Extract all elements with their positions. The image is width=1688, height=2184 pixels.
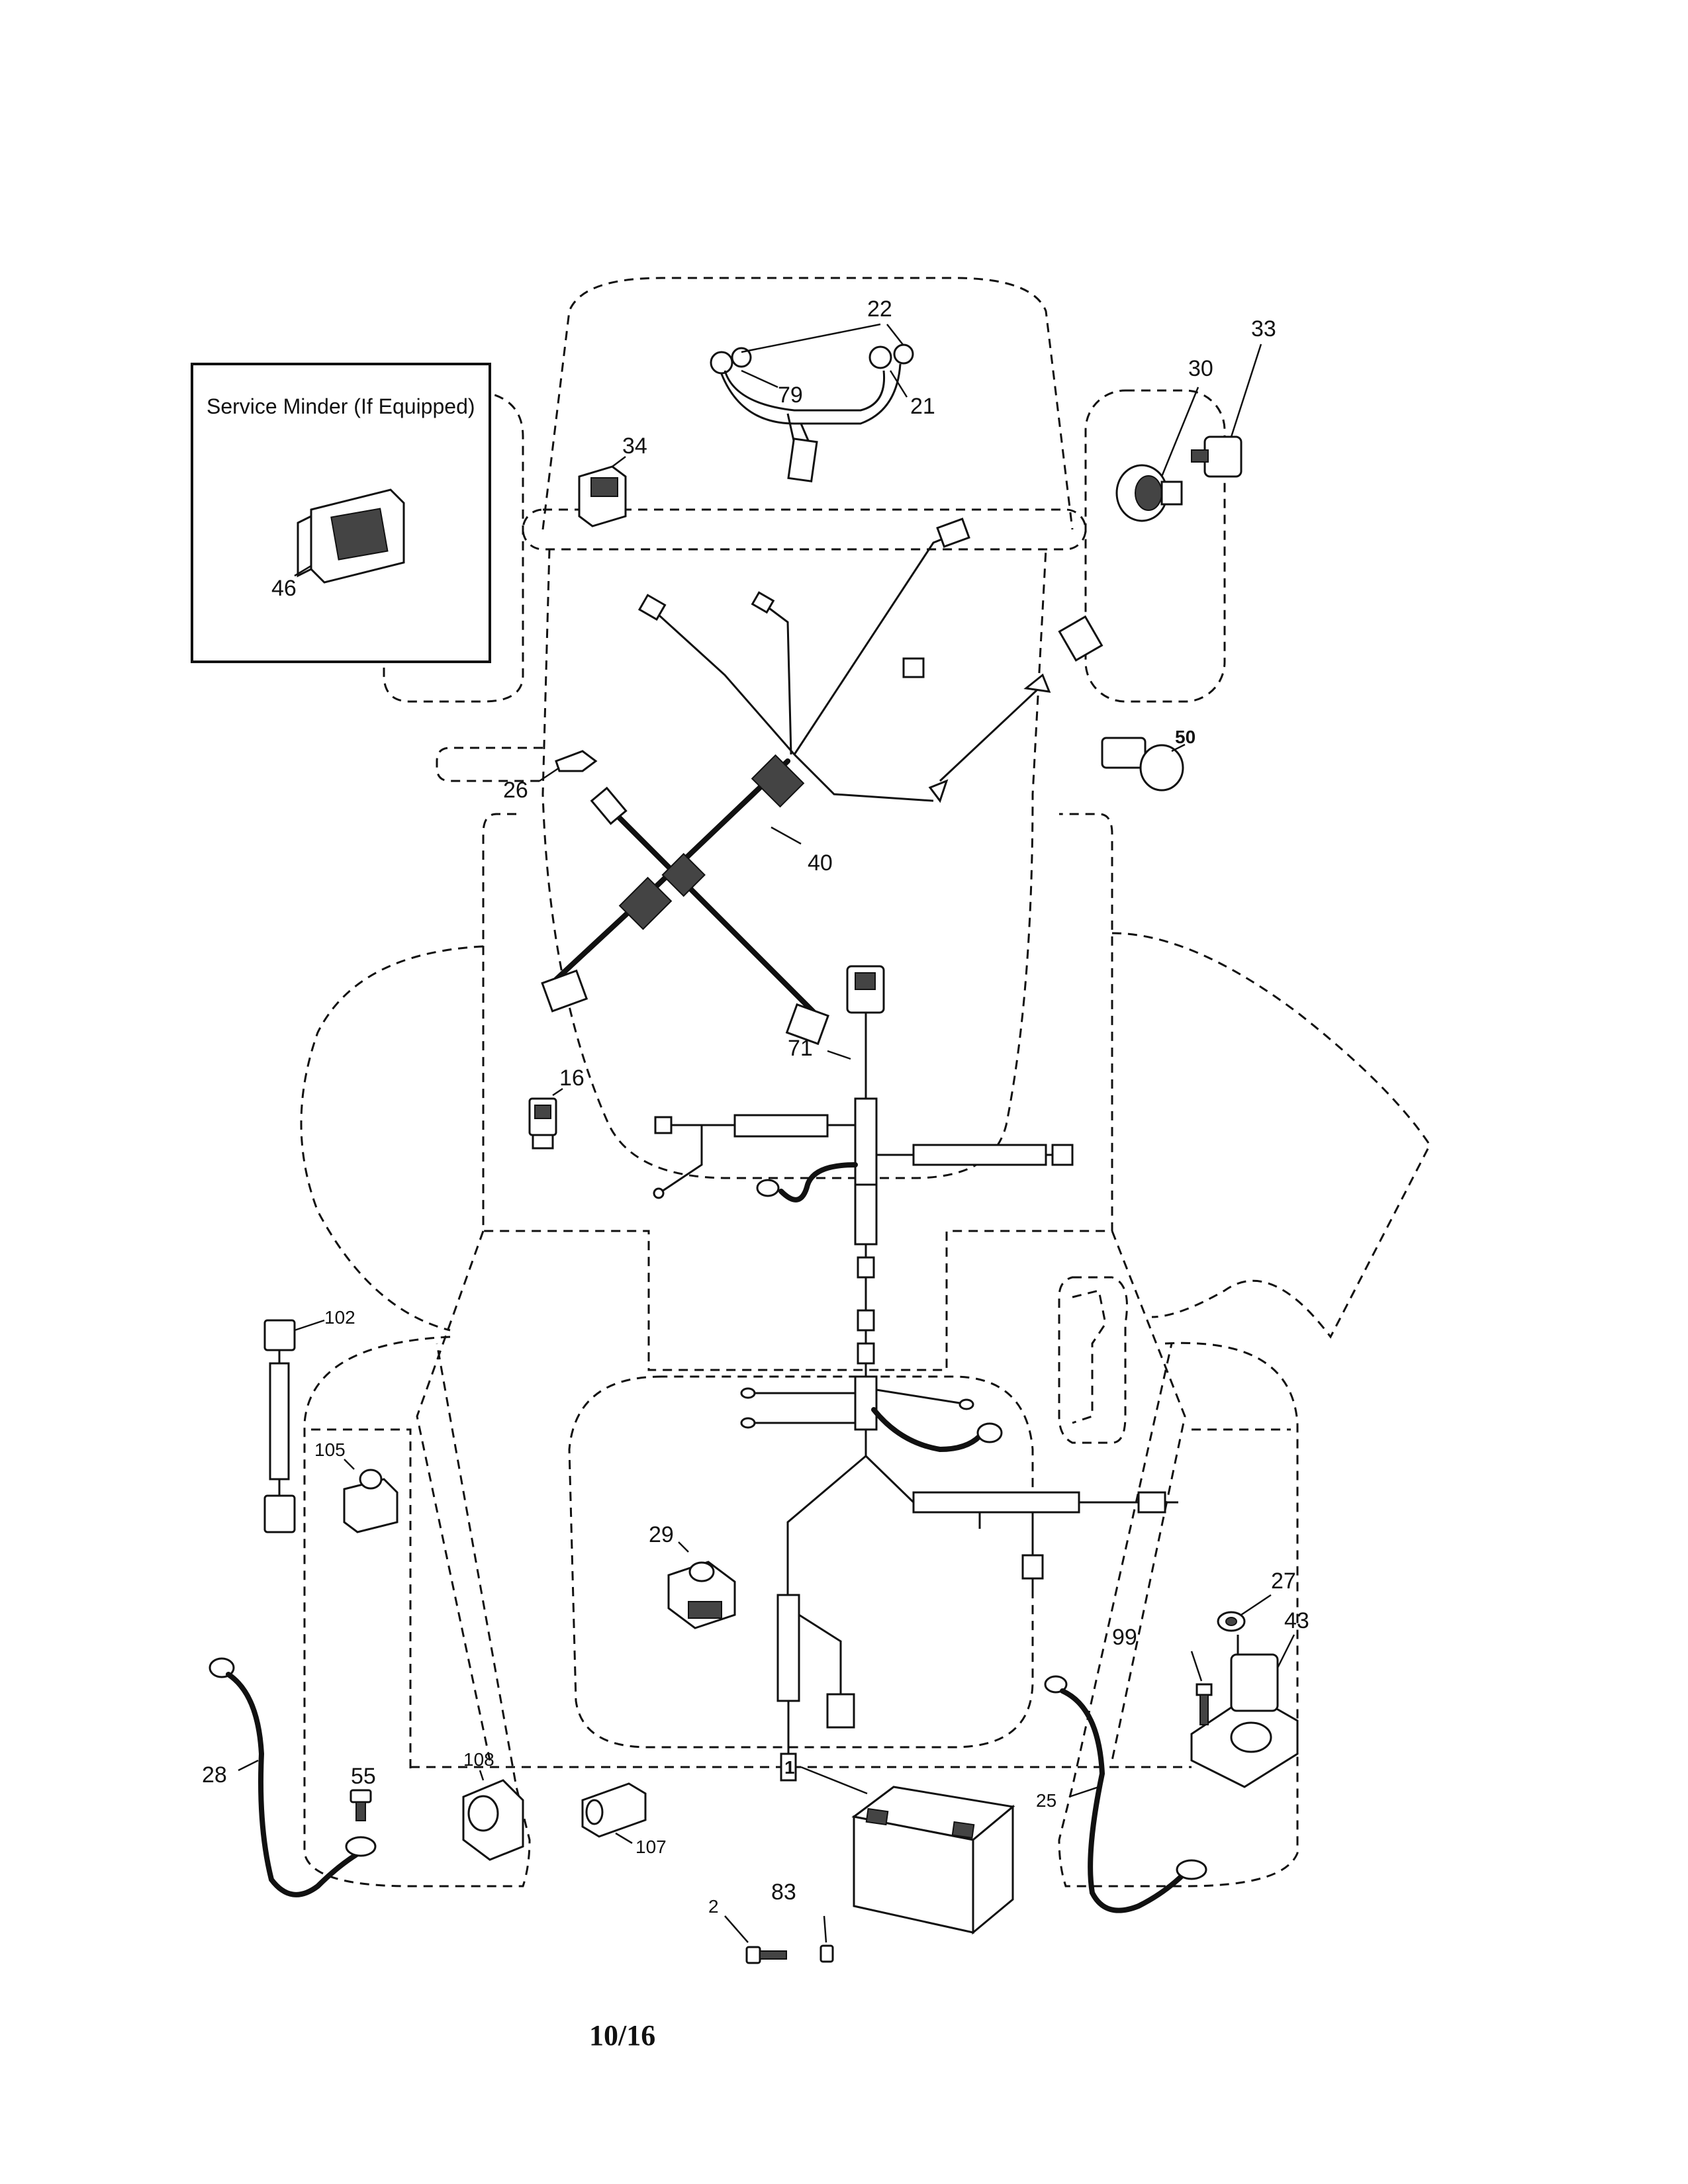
relay-102 [263, 1319, 325, 1533]
ignition-key [1191, 343, 1262, 478]
rear-left-outline [303, 1336, 531, 1888]
bolt-2 [724, 1915, 787, 1964]
dash-housing-outline [541, 549, 1047, 1179]
service-minder-inset: Service Minder (If Equipped) 46 [191, 363, 491, 663]
rear-right-outline [1058, 1342, 1299, 1888]
frame-diag-right [1111, 1230, 1186, 1761]
callout-26: 26 [503, 778, 528, 803]
seat-track [1058, 1276, 1128, 1444]
right-pod-outline [1084, 389, 1226, 703]
callout-27: 27 [1271, 1569, 1296, 1594]
light-switch [578, 456, 627, 527]
hood-outline [541, 277, 1074, 530]
ignition-switch [1115, 387, 1199, 522]
left-rear-panel [311, 1428, 412, 1774]
callout-40: 40 [808, 850, 833, 876]
callout-107: 107 [635, 1837, 667, 1857]
battery-1 [800, 1766, 1015, 1935]
left-fender-outline [300, 945, 484, 1332]
part-108 [462, 1770, 524, 1861]
bolt-99 [1190, 1651, 1213, 1725]
callout-2: 2 [708, 1896, 719, 1917]
callout-28: 28 [202, 1762, 227, 1788]
headlight-harness [710, 323, 914, 482]
callout-71: 71 [788, 1036, 813, 1061]
part-107 [581, 1782, 647, 1844]
callout-22: 22 [867, 296, 892, 322]
callout-43: 43 [1284, 1608, 1309, 1633]
harness-71 [653, 965, 1074, 1456]
callout-46: 46 [271, 576, 297, 601]
starter-solenoid-43 [1190, 1594, 1299, 1788]
lower-harness [740, 1387, 1178, 1782]
callout-105: 105 [314, 1439, 346, 1460]
callout-1: 1 [784, 1757, 795, 1778]
callout-25: 25 [1036, 1790, 1056, 1811]
seat-switch-29 [667, 1541, 736, 1629]
relay-16 [528, 1087, 563, 1150]
callout-102: 102 [324, 1307, 355, 1328]
inset-title: Service Minder (If Equipped) [207, 394, 475, 418]
dash-band-outline [522, 508, 1087, 551]
callout-79: 79 [778, 383, 803, 408]
callout-99: 99 [1112, 1625, 1137, 1650]
callout-83: 83 [771, 1880, 796, 1905]
callout-34: 34 [622, 433, 647, 459]
callout-29: 29 [649, 1522, 674, 1547]
pto-switch [1101, 737, 1186, 792]
main-harness [541, 518, 1103, 1046]
callout-108: 108 [463, 1749, 494, 1770]
fuse-holder [539, 750, 598, 782]
service-minder-module [297, 488, 405, 584]
callout-21: 21 [910, 394, 935, 419]
callout-16: 16 [559, 1066, 585, 1091]
right-fender-outline [1111, 932, 1431, 1339]
bolt-55 [350, 1789, 372, 1821]
callout-30: 30 [1188, 356, 1213, 381]
solenoid-105 [343, 1459, 399, 1533]
frame-diag-left [416, 1230, 491, 1761]
seat-base-outline [568, 1375, 1034, 1749]
callout-33: 33 [1251, 316, 1276, 341]
left-pod-outline [383, 389, 524, 703]
battery-cable-25 [1044, 1675, 1207, 1913]
nut-83 [820, 1915, 834, 1963]
page-number: 10/16 [589, 2019, 655, 2052]
callout-50: 50 [1175, 727, 1196, 747]
battery-cable-28 [209, 1657, 377, 1897]
bracket-outline [436, 747, 543, 782]
callout-55: 55 [351, 1764, 376, 1789]
frame-outline [482, 813, 1113, 1371]
